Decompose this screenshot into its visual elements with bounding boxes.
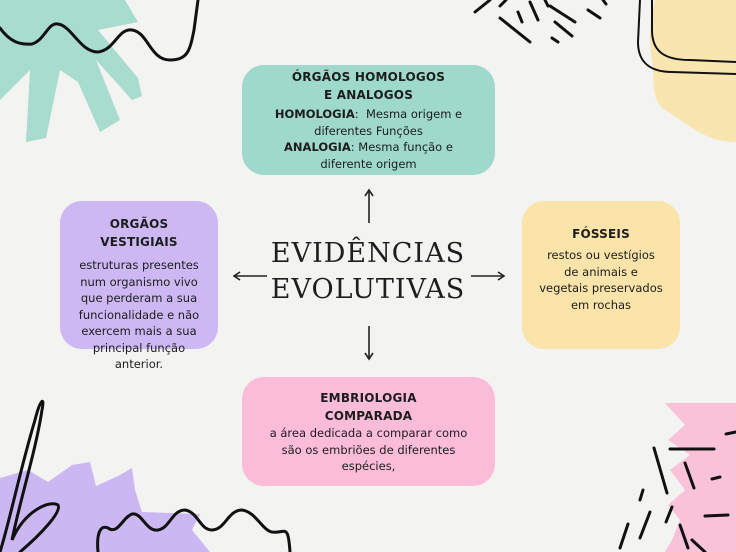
node-body: estruturas presentes num organismo vivo … [79, 257, 199, 373]
lavender-splash-shape [0, 462, 210, 552]
analogia-text: : Mesma função e [350, 140, 453, 154]
node-title: FÓSSEIS [572, 227, 630, 241]
yellow-blob-shape [649, 0, 736, 142]
body-line: em rochas [570, 297, 632, 312]
body-line: que perderam a sua [80, 291, 198, 305]
node-body: restos ou vestígios de animais e vegetai… [539, 247, 662, 313]
node-title: EMBRIOLOGIA COMPARADA [320, 389, 416, 425]
body-line: estruturas presentes [79, 258, 199, 272]
pink-splash-shape [665, 403, 736, 552]
arrow-up-icon [364, 188, 374, 223]
dash-marks-bottom-right [618, 430, 736, 552]
node-title: ÓRGÃOS HOMOLOGOS E ANALOGOS [292, 68, 445, 104]
body-line: de animais e [564, 264, 638, 279]
body-line: num organismo vivo [80, 274, 198, 289]
title-line: COMPARADA [324, 409, 413, 423]
title-line: ÓRGÃOS HOMOLOGOS [291, 70, 446, 84]
loop-line-bottom-left [0, 399, 60, 552]
loop-line-top-right [636, 0, 736, 75]
body-line: HOMOLOGIA: Mesma origem e [275, 106, 462, 123]
center-title-line: EVIDÊNCIAS [270, 238, 466, 269]
node-fosseis: FÓSSEIS restos ou vestígios de animais e… [522, 201, 680, 349]
title-line: E ANALOGOS [323, 88, 414, 102]
body-line: diferentes Funções [314, 123, 423, 138]
body-line: principal função [92, 340, 186, 355]
body-line: funcionalidade e não [78, 307, 200, 322]
homologia-label: HOMOLOGIA [274, 107, 355, 121]
body-line: a área dedicada a comparar como [269, 426, 468, 440]
center-title: EVIDÊNCIAS EVOLUTIVAS [262, 236, 474, 308]
body-line: exercem mais a sua [81, 324, 197, 338]
arrow-down-icon [364, 326, 374, 361]
homologia-text: : Mesma origem e [354, 107, 463, 121]
arrow-left-icon [232, 271, 267, 281]
dash-marks-top [473, 0, 608, 44]
wavy-line-bottom [96, 508, 292, 552]
wavy-line-top-left [0, 0, 200, 62]
body-line: restos ou vestígios [547, 248, 655, 262]
node-orgaos-homologos-analogos: ÓRGÃOS HOMOLOGOS E ANALOGOS HOMOLOGIA: M… [242, 65, 495, 175]
node-orgaos-vestigiais: ORGÃOS VESTIGIAIS estruturas presentes n… [60, 201, 218, 371]
arrow-right-icon [471, 271, 506, 281]
node-body: a área dedicada a comparar como são os e… [270, 425, 468, 475]
body-line: espécies, [341, 459, 396, 473]
body-line: ANALOGIA: Mesma função e [275, 139, 462, 156]
center-title-line: EVOLUTIVAS [270, 274, 466, 305]
body-line: vegetais preservados [539, 281, 663, 295]
analogia-label: ANALOGIA [284, 140, 351, 154]
node-embriologia-comparada: EMBRIOLOGIA COMPARADA a área dedicada a … [242, 377, 495, 486]
teal-splash-shape [0, 0, 142, 142]
title-line: EMBRIOLOGIA [320, 391, 417, 405]
node-title: ORGÃOS VESTIGIAIS [100, 217, 178, 249]
body-line: diferente origem [320, 156, 417, 171]
body-line: anterior. [114, 357, 164, 371]
body-line: são os embriões de diferentes [281, 442, 456, 457]
node-body: HOMOLOGIA: Mesma origem e diferentes Fun… [275, 106, 462, 172]
